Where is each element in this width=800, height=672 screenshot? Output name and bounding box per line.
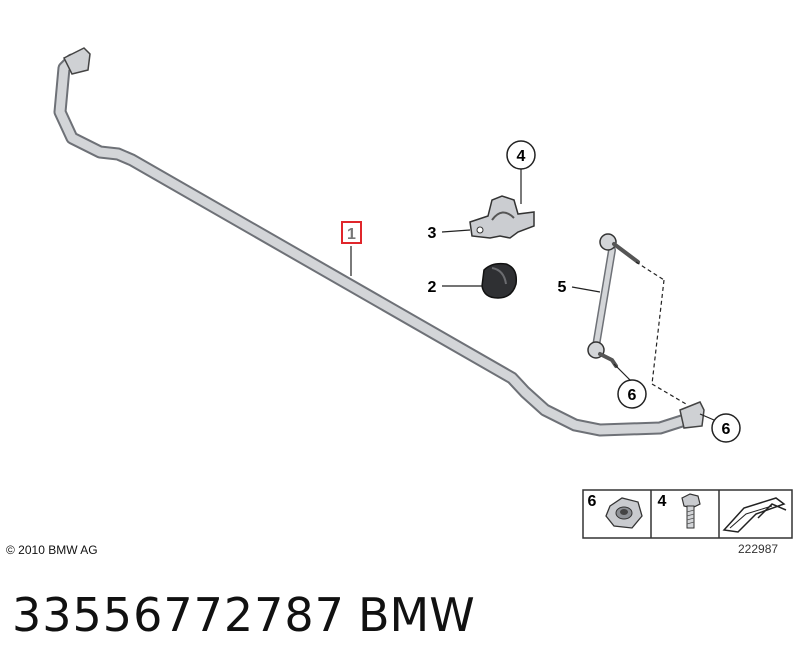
- callout-2-label: 2: [428, 279, 437, 296]
- installation-arrow-icon: [722, 497, 787, 533]
- stabilizer-mount-bracket[interactable]: [469, 195, 535, 239]
- callout-6-link[interactable]: 6: [617, 379, 647, 409]
- callout-4[interactable]: 4: [506, 140, 536, 170]
- brand-name: BMW: [358, 588, 475, 642]
- parts-diagram: 1 2 3 4 5 6 6 6: [53, 47, 793, 539]
- callout-5[interactable]: 5: [558, 279, 567, 296]
- copyright-notice: © 2010 BMW AG: [6, 543, 98, 557]
- legend-bolt-number: 4: [658, 493, 667, 510]
- legend-nut-number: 6: [588, 493, 597, 510]
- hex-nut-icon: [605, 497, 643, 529]
- callout-6-link-label: 6: [628, 387, 637, 404]
- callout-3-label: 3: [428, 225, 437, 242]
- callout-6-bar[interactable]: 6: [711, 413, 741, 443]
- hex-bolt-icon: [681, 493, 701, 529]
- legend-item-nut[interactable]: 6: [588, 493, 643, 529]
- callout-2[interactable]: 2: [428, 279, 437, 296]
- callout-6-bar-label: 6: [722, 421, 731, 438]
- leader-lines: [350, 168, 715, 421]
- callout-3[interactable]: 3: [428, 225, 437, 242]
- callout-1-label: 1: [347, 226, 356, 243]
- assembly-dash-lines: [635, 261, 687, 405]
- hardware-legend: 6 4: [582, 489, 793, 539]
- rubber-mounting[interactable]: [481, 262, 518, 299]
- swing-support-link[interactable]: [587, 233, 640, 368]
- diagram-number: 222987: [738, 542, 779, 556]
- stabilizer-bar[interactable]: [53, 47, 705, 437]
- callout-4-label: 4: [517, 148, 526, 165]
- callout-1[interactable]: 1: [341, 221, 362, 244]
- part-number: 33556772787: [12, 588, 345, 642]
- legend-item-bolt[interactable]: 4: [658, 493, 701, 529]
- callout-5-label: 5: [558, 279, 567, 296]
